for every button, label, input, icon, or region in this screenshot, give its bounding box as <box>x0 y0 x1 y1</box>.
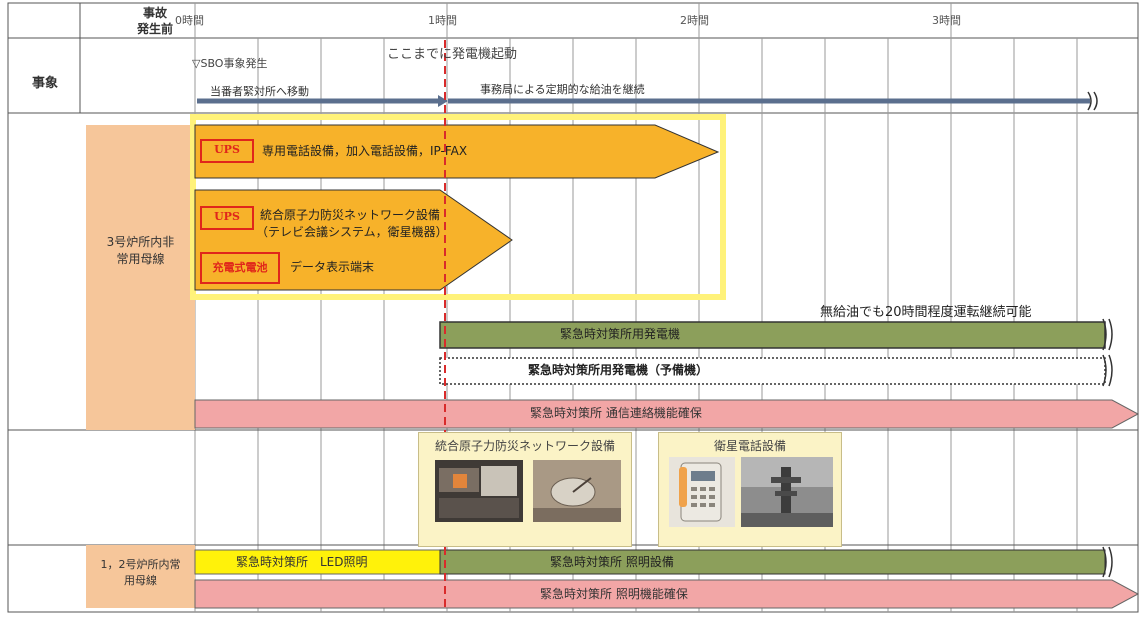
network-photo-title: 統合原子力防災ネットワーク設備 <box>434 439 615 453</box>
time-label-3h: 3時間 <box>932 14 961 27</box>
ups-badge-network: UPS <box>200 206 254 230</box>
time-label-2h: 2時間 <box>680 14 709 27</box>
satellite-antenna-photo <box>741 457 833 527</box>
led-lighting-label: 緊急時対策所 LED照明 <box>236 555 368 569</box>
time-label-0h: 0時間 <box>175 14 204 27</box>
satellite-phone-image <box>669 457 735 527</box>
pre-accident-header: 事故 発生前 <box>136 6 173 37</box>
network-text-line2: （テレビ会議システム，衛星機器） <box>256 225 448 239</box>
unit12-bus-label: 1，2号炉所内常 用母線 <box>100 558 181 587</box>
network-equipment-photo-2 <box>533 460 621 522</box>
battery-badge: 充電式電池 <box>200 252 280 284</box>
ups-phone-text: 専用電話設備，加入電話設備，IP-FAX <box>262 144 468 158</box>
sbo-event-label: ▽SBO事象発生 <box>192 57 268 70</box>
generator-main-label: 緊急時対策所用発電機 <box>560 327 681 341</box>
satellite-photo-title: 衛星電話設備 <box>713 439 786 453</box>
move-label: 当番者緊対所へ移動 <box>210 85 309 98</box>
satellite-dish-image <box>533 460 621 522</box>
network-equipment-image-1 <box>435 460 523 522</box>
generator-start-label: ここまでに発電機起動 <box>387 47 518 62</box>
comm-secured-label: 緊急時対策所 通信連絡機能確保 <box>530 406 702 420</box>
time-label-1h: 1時間 <box>428 14 457 27</box>
network-photo-panel: 統合原子力防災ネットワーク設備 <box>418 432 632 547</box>
lighting-equipment-label: 緊急時対策所 照明設備 <box>550 555 674 569</box>
lighting-secured-label: 緊急時対策所 照明機能確保 <box>540 587 688 601</box>
satellite-phone-photo <box>669 457 735 527</box>
event-row-label: 事象 <box>32 76 59 91</box>
satellite-photo-panel: 衛星電話設備 <box>658 432 842 547</box>
ups-badge: UPS <box>200 139 254 163</box>
network-text-line1: 統合原子力防災ネットワーク設備 <box>260 208 441 222</box>
refuel-label: 事務局による定期的な給油を継続 <box>480 83 645 96</box>
generator-backup-label: 緊急時対策所用発電機（予備機） <box>528 363 709 377</box>
unit3-bus-label: 3号炉所内非 常用母線 <box>106 235 175 267</box>
no-refuel-note: 無給油でも20時間程度運転継続可能 <box>820 305 1032 320</box>
network-equipment-photo-1 <box>435 460 523 522</box>
satellite-antenna-image <box>741 457 833 527</box>
data-terminal-text: データ表示端末 <box>290 260 375 274</box>
